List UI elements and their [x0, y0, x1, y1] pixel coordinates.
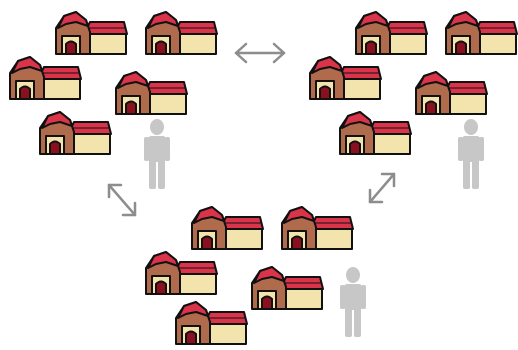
double-arrow-icon	[232, 40, 288, 66]
barn-icon	[188, 205, 264, 251]
barn-icon	[172, 300, 248, 346]
barn-icon	[142, 10, 218, 56]
person-icon	[340, 266, 366, 338]
barn-icon	[52, 10, 128, 56]
person-icon	[458, 118, 484, 190]
barn-icon	[412, 70, 488, 116]
double-arrow-icon	[104, 180, 140, 220]
barn-icon	[306, 55, 382, 101]
double-arrow-icon	[366, 170, 398, 206]
barn-icon	[248, 265, 324, 311]
barn-icon	[278, 205, 354, 251]
barn-icon	[142, 250, 218, 296]
barn-icon	[36, 110, 112, 156]
barn-icon	[442, 10, 518, 56]
barn-icon	[6, 55, 82, 101]
barn-icon	[352, 10, 428, 56]
barn-icon	[112, 70, 188, 116]
person-icon	[144, 118, 170, 190]
barn-icon	[336, 110, 412, 156]
